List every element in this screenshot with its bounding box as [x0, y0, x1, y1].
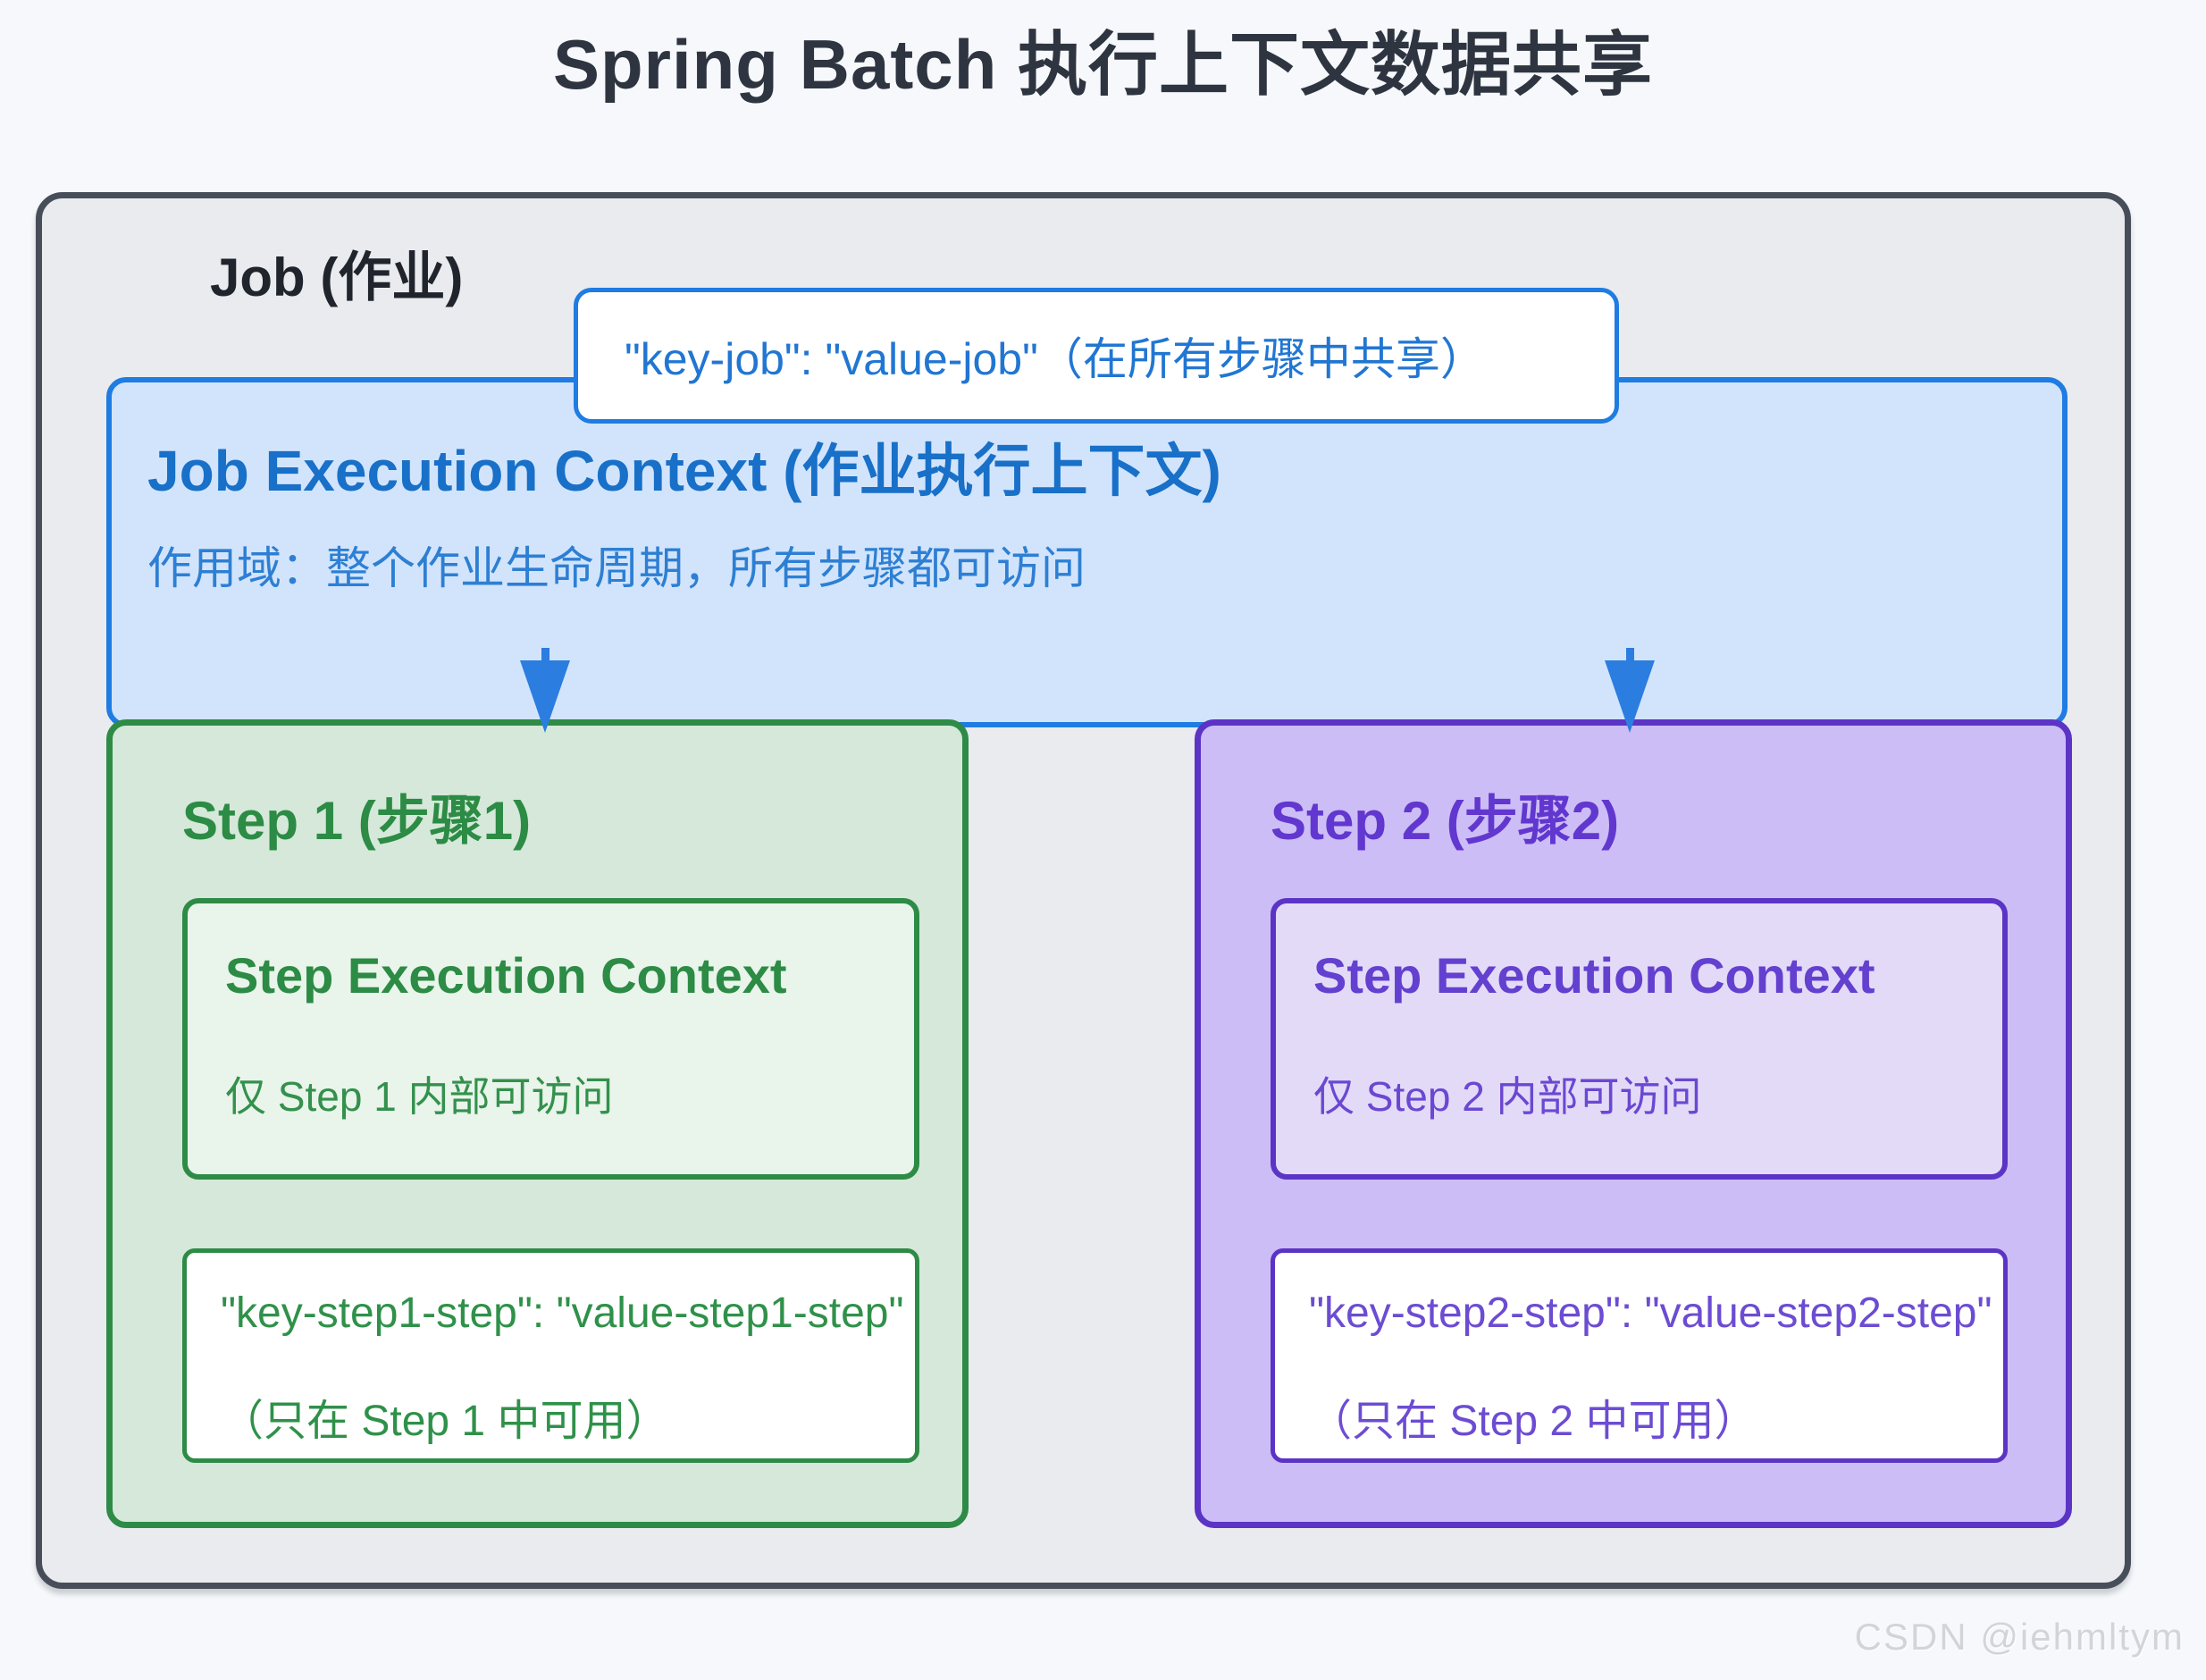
step1-box: Step 1 (步骤1) Step Execution Context 仅 St…: [106, 719, 969, 1528]
step1-execution-context-scope: 仅 Step 1 内部可访问: [225, 1073, 614, 1120]
step2-execution-context-title: Step Execution Context: [1313, 947, 1875, 1004]
page-title: Spring Batch 执行上下文数据共享: [552, 25, 1654, 104]
step1-title: Step 1 (步骤1): [182, 791, 532, 851]
job-execution-context-box: Job Execution Context (作业执行上下文) 作用域：整个作业…: [106, 377, 2068, 727]
job-execution-context-scope: 作用域：整个作业生命周期，所有步骤都可访问: [147, 543, 1086, 593]
step2-execution-context-scope: 仅 Step 2 内部可访问: [1313, 1073, 1702, 1120]
step2-kv-box: "key-step2-step": "value-step2-step" （只在…: [1271, 1248, 2008, 1463]
job-kv-callout: "key-job": "value-job"（在所有步骤中共享）: [574, 288, 1619, 424]
step1-kv-note: （只在 Step 1 中可用）: [221, 1398, 669, 1445]
job-label: Job (作业): [210, 248, 464, 307]
step1-execution-context-title: Step Execution Context: [225, 947, 787, 1004]
step2-box: Step 2 (步骤2) Step Execution Context 仅 St…: [1195, 719, 2072, 1528]
arrow-down-to-step2-icon: [1605, 648, 1655, 733]
step2-title: Step 2 (步骤2): [1271, 791, 1620, 851]
step2-execution-context-box: Step Execution Context 仅 Step 2 内部可访问: [1271, 898, 2008, 1180]
step2-kv-pair: "key-step2-step": "value-step2-step": [1309, 1289, 1992, 1337]
step1-kv-box: "key-step1-step": "value-step1-step" （只在…: [182, 1248, 919, 1463]
step1-kv-pair: "key-step1-step": "value-step1-step": [221, 1289, 904, 1337]
step2-kv-note: （只在 Step 2 中可用）: [1309, 1398, 1757, 1445]
job-box: Job (作业) Job Execution Context (作业执行上下文)…: [36, 192, 2131, 1589]
job-execution-context-title: Job Execution Context (作业执行上下文): [147, 439, 1221, 503]
arrow-down-to-step1-icon: [520, 648, 570, 733]
watermark: CSDN @iehmltym: [1854, 1616, 2185, 1658]
step1-execution-context-box: Step Execution Context 仅 Step 1 内部可访问: [182, 898, 919, 1180]
